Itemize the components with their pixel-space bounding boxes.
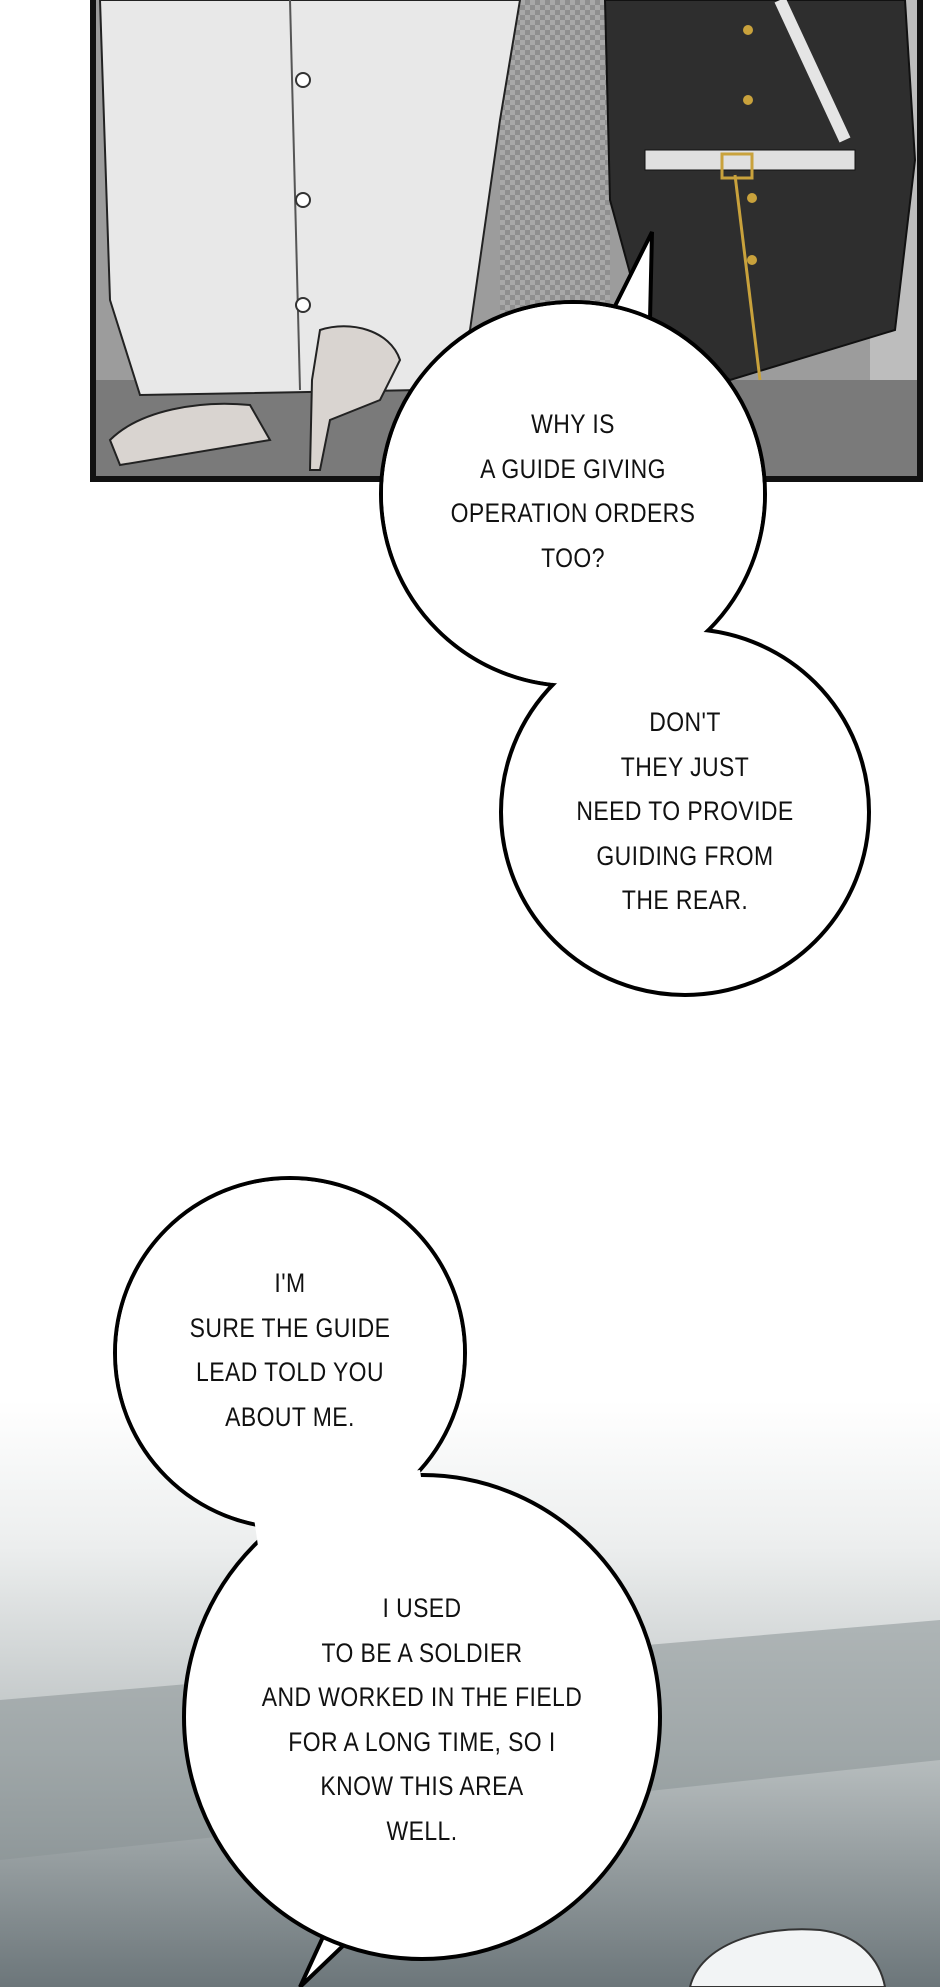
bubble-line: ABOUT ME. xyxy=(225,1401,355,1432)
bubble-line: THE REAR. xyxy=(621,885,749,915)
bubble-line: SURE THE GUIDE xyxy=(189,1312,391,1343)
bubble-line: NEED TO PROVIDE xyxy=(576,796,794,826)
bubble-line: FOR A LONG TIME, SO I xyxy=(288,1726,556,1757)
bubble-line: WHY IS xyxy=(531,409,615,439)
bubble-line: I'M xyxy=(274,1268,306,1298)
bubble-line: DON'T xyxy=(649,707,721,737)
bubble-line: AND WORKED IN THE FIELD xyxy=(261,1682,583,1712)
bubble-line: THEY JUST xyxy=(620,751,750,782)
bubble-line: TO BE A SOLDIER xyxy=(321,1637,523,1668)
speech-bubble-2-text: DON'T THEY JUST NEED TO PROVIDE GUIDING … xyxy=(558,700,813,923)
bubble-line: I USED xyxy=(382,1593,462,1623)
bubble-line: LEAD TOLD YOU xyxy=(196,1357,384,1387)
hand-pointing xyxy=(308,325,402,471)
bubble-line: A GUIDE GIVING xyxy=(480,453,666,484)
speech-bubble-1-text: WHY IS A GUIDE GIVING OPERATION ORDERS T… xyxy=(446,402,701,580)
hand-left xyxy=(108,402,272,467)
bubble-line: WELL. xyxy=(386,1815,458,1846)
speech-bubble-3-text: I'M SURE THE GUIDE LEAD TOLD YOU ABOUT M… xyxy=(163,1261,418,1439)
speech-bubble-4-text: I USED TO BE A SOLDIER AND WORKED IN THE… xyxy=(252,1586,592,1853)
bubble-line: TOO? xyxy=(541,542,605,573)
character-hair xyxy=(688,1928,887,1987)
bubble-line: GUIDING FROM xyxy=(596,840,774,871)
uniform-figure xyxy=(603,0,917,382)
speech-bubble-group-top xyxy=(379,231,871,997)
speech-bubble-group-bottom xyxy=(113,1176,662,1987)
speech-bubble-4 xyxy=(182,1473,662,1961)
bubble-line: KNOW THIS AREA xyxy=(320,1771,524,1801)
bubble-line: OPERATION ORDERS xyxy=(450,498,696,528)
